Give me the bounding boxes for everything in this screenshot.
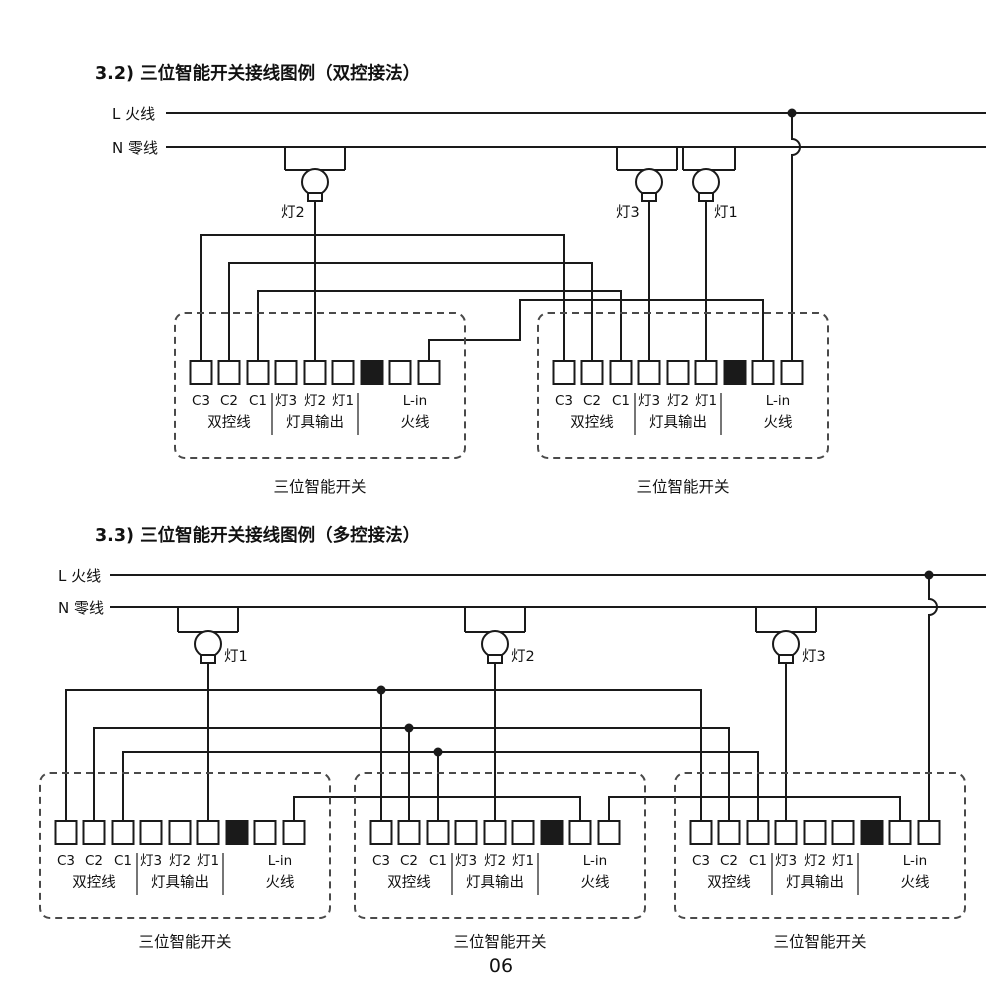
junction-dot xyxy=(404,723,414,733)
lamp-label: 灯2 xyxy=(281,204,305,221)
junction-dot xyxy=(787,108,797,118)
traveler-wire-c2 xyxy=(228,262,593,361)
switch-caption: 三位智能开关 xyxy=(636,478,729,496)
live-wire-label: L 火线 xyxy=(112,105,155,123)
neutral-wire-label: N 零线 xyxy=(58,599,104,617)
lamp-wires xyxy=(284,147,346,361)
lamp-label: 灯1 xyxy=(714,204,738,221)
lamp-3: 灯3 xyxy=(755,607,826,821)
lamp-wires xyxy=(616,147,678,361)
live-link-wire-2 xyxy=(608,796,901,821)
lamp-1: 灯1 xyxy=(682,147,738,361)
bulb-base xyxy=(200,654,216,664)
bulb-base xyxy=(487,654,503,664)
switch-caption: 三位智能开关 xyxy=(773,933,866,951)
traveler-bus-c3 xyxy=(65,689,702,821)
lamp-label: 灯3 xyxy=(802,648,826,665)
lamp-wires xyxy=(464,607,526,821)
live-drop-wire xyxy=(928,575,938,821)
junction-dot xyxy=(433,747,443,757)
live-link-wire-1 xyxy=(293,796,581,821)
lamp-2: 灯2 xyxy=(281,147,346,361)
section-title: 3.2) 三位智能开关接线图例（双控接法） xyxy=(95,63,420,84)
section-two-way: 3.2) 三位智能开关接线图例（双控接法） L 火线 N 零线 灯2 灯3 xyxy=(95,63,986,496)
lamp-3: 灯3 xyxy=(616,147,678,361)
traveler-wire-c3 xyxy=(200,234,565,361)
switch-box-2 xyxy=(354,772,646,919)
junction-dot xyxy=(376,685,386,695)
switch-box-1 xyxy=(39,772,331,919)
switch-caption: 三位智能开关 xyxy=(138,933,231,951)
section-title: 3.3) 三位智能开关接线图例（多控接法） xyxy=(95,525,420,546)
bulb-icon xyxy=(692,168,720,196)
switch-caption: 三位智能开关 xyxy=(453,933,546,951)
neutral-wire-label: N 零线 xyxy=(112,139,158,157)
switch-box-left xyxy=(174,312,466,459)
bulb-icon xyxy=(301,168,329,196)
bulb-icon xyxy=(772,630,800,658)
page-number: 06 xyxy=(489,955,513,977)
bulb-base xyxy=(641,192,657,202)
bulb-icon xyxy=(635,168,663,196)
switch-caption: 三位智能开关 xyxy=(273,478,366,496)
bulb-base xyxy=(307,192,323,202)
lamp-label: 灯1 xyxy=(224,648,248,665)
lamp-wires xyxy=(177,607,239,821)
lamp-label: 灯3 xyxy=(616,204,640,221)
lamp-wires xyxy=(755,607,817,821)
traveler-bus-c2 xyxy=(93,727,730,821)
bulb-icon xyxy=(481,630,509,658)
lamp-2: 灯2 xyxy=(464,607,535,821)
section-multi-control: 3.3) 三位智能开关接线图例（多控接法） L 火线 N 零线 灯1 xyxy=(39,525,986,951)
bulb-base xyxy=(698,192,714,202)
bulb-icon xyxy=(194,630,222,658)
switch-box-3 xyxy=(674,772,966,919)
lamp-1: 灯1 xyxy=(177,607,248,821)
live-drop-wire xyxy=(791,113,801,361)
bulb-base xyxy=(778,654,794,664)
traveler-wire-c1 xyxy=(257,290,622,361)
switch-box-right xyxy=(537,312,829,459)
lamp-wires xyxy=(682,147,736,361)
live-link-wire xyxy=(428,299,764,361)
junction-dot xyxy=(924,570,934,580)
live-wire-label: L 火线 xyxy=(58,567,101,585)
traveler-bus-c1 xyxy=(122,751,759,821)
lamp-label: 灯2 xyxy=(511,648,535,665)
